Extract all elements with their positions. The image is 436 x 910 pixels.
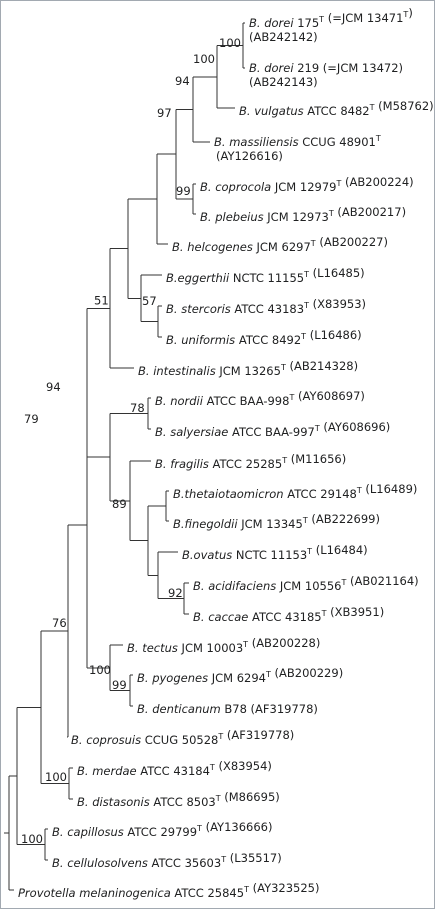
- bootstrap-value: 76: [52, 616, 67, 630]
- leaf-label-dorei219: B. dorei 219 (=JCM 13472): [249, 61, 403, 75]
- bootstrap-value: 57: [142, 294, 157, 308]
- bootstrap-value: 89: [112, 497, 127, 511]
- bootstrap-value: 94: [46, 380, 61, 394]
- bootstrap-value: 94: [175, 74, 190, 88]
- leaf-label-stercoris: B. stercoris ATCC 43183T (X83953): [166, 297, 366, 316]
- bootstrap-value: 78: [130, 401, 145, 415]
- leaf-label-denticanum: B. denticanum B78 (AF319778): [137, 702, 318, 716]
- bootstrap-value: 100: [45, 770, 67, 784]
- leaf-label-plebeius: B. plebeius JCM 12973T (AB200217): [200, 205, 406, 224]
- leaf-label-uniformis: B. uniformis ATCC 8492T (L16486): [166, 328, 362, 347]
- leaf-label-coprocola: B. coprocola JCM 12979T (AB200224): [200, 175, 414, 194]
- bootstrap-value: 97: [157, 106, 172, 120]
- leaf-label-cellulosolvens: B. cellulosolvens ATCC 35603T (L35517): [52, 851, 282, 870]
- leaf-label-acidifaciens: B. acidifaciens JCM 10556T (AB021164): [193, 574, 419, 593]
- bootstrap-value: 79: [24, 412, 39, 426]
- leaf-label-pyogenes: B. pyogenes JCM 6294T (AB200229): [137, 666, 343, 685]
- leaf-label-capillosus: B. capillosus ATCC 29799T (AY136666): [52, 820, 272, 839]
- bootstrap-value: 99: [112, 678, 127, 692]
- leaf-label-tectus: B. tectus JCM 10003T (AB200228): [127, 636, 320, 655]
- leaf-accession-massiliensis: (AY126616): [216, 149, 283, 163]
- leaf-label-intestinalis: B. intestinalis JCM 13265T (AB214328): [138, 359, 358, 378]
- leaf-label-distasonis: B. distasonis ATCC 8503T (M86695): [77, 790, 280, 809]
- leaf-label-thetaiotaomicron: B.thetaiotaomicron ATCC 29148T (L16489): [173, 482, 417, 501]
- bootstrap-value: 92: [168, 586, 183, 600]
- leaf-label-salyersiae: B. salyersiae ATCC BAA-997T (AY608696): [155, 420, 390, 439]
- leaf-label-eggerthii: B.eggerthii NCTC 11155T (L16485): [166, 266, 365, 285]
- bootstrap-value: 100: [89, 663, 111, 677]
- bootstrap-value: 100: [21, 832, 43, 846]
- leaf-label-massiliensis: B. massiliensis CCUG 48901T: [214, 134, 381, 149]
- leaf-accession-dorei219: (AB242143): [249, 75, 318, 89]
- leaf-label-merdae: B. merdae ATCC 43184T (X83954): [77, 759, 272, 778]
- leaf-label-dorei175: B. dorei 175T (=JCM 13471T): [249, 6, 413, 30]
- leaf-label-fragilis: B. fragilis ATCC 25285T (M11656): [155, 452, 346, 471]
- leaf-accession-dorei175: (AB242142): [249, 30, 318, 44]
- bootstrap-value: 100: [193, 52, 215, 66]
- leaf-label-vulgatus: B. vulgatus ATCC 8482T (M58762): [239, 99, 434, 118]
- bootstrap-value: 51: [94, 293, 109, 307]
- leaf-label-melaninogenica: Provotella melaninogenica ATCC 25845T (A…: [18, 881, 319, 900]
- leaf-label-ovatus: B.ovatus NCTC 11153T (L16484): [182, 543, 368, 562]
- leaf-label-coprosuis: B. coprosuis CCUG 50528T (AF319778): [71, 728, 294, 747]
- bootstrap-value: 99: [176, 184, 191, 198]
- leaf-label-nordii: B. nordii ATCC BAA-998T (AY608697): [155, 389, 365, 408]
- leaf-label-helcogenes: B. helcogenes JCM 6297T (AB200227): [172, 235, 388, 254]
- leaf-label-finegoldii: B.finegoldii JCM 13345T (AB222699): [173, 512, 380, 531]
- leaf-label-caccae: B. caccae ATCC 43185T (XB3951): [193, 605, 384, 624]
- bootstrap-value: 100: [219, 36, 241, 50]
